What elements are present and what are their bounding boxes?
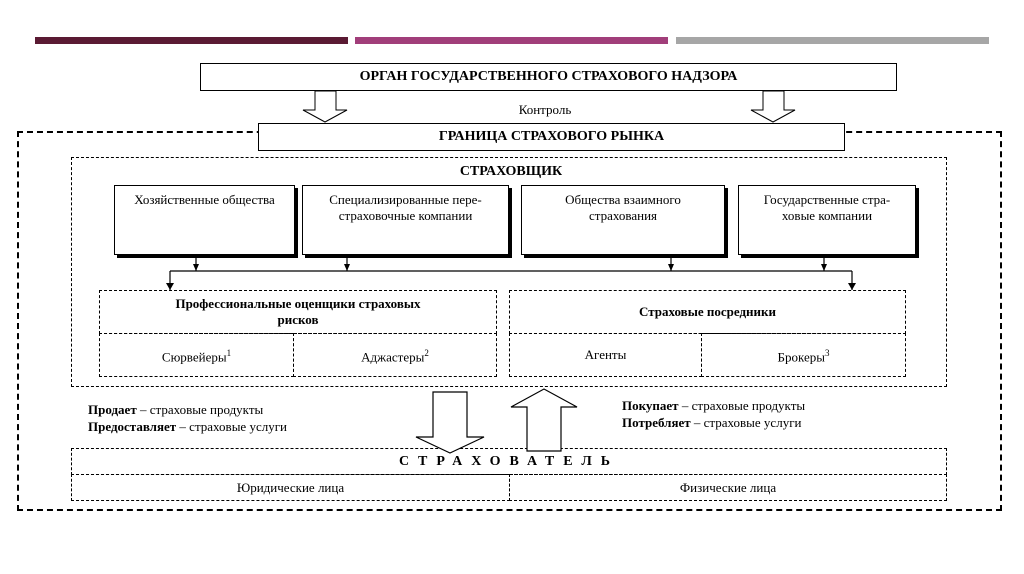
- arrowhead: [193, 264, 199, 271]
- brokers-box: Брокеры3: [701, 333, 906, 377]
- consumes-line: Потребляет – страховые услуги: [622, 414, 801, 432]
- buys-line: Покупает – страховые продукты: [622, 397, 805, 415]
- buys-verb: Покупает: [622, 398, 679, 413]
- provides-text: – страховые услуги: [176, 419, 287, 434]
- consumes-text: – страховые услуги: [690, 415, 802, 430]
- surveyors-text: Сюрвейеры: [161, 349, 227, 365]
- intermediaries-title: Страховые посредники: [639, 304, 776, 319]
- control-arrow-left: [302, 90, 348, 123]
- insurer-type-label: Хозяйственные общества: [134, 192, 275, 207]
- market-border-box: ГРАНИЦА СТРАХОВОГО РЫНКА: [258, 123, 845, 151]
- provides-line: Предоставляет – страховые услуги: [88, 418, 287, 436]
- top-bar-middle: [355, 37, 668, 44]
- arrowhead: [668, 264, 674, 271]
- insurer-title: СТРАХОВЩИК: [428, 163, 594, 181]
- insurer-title-text: СТРАХОВЩИК: [459, 164, 563, 179]
- arrowhead: [166, 283, 174, 290]
- surveyors-box: Сюрвейеры1: [99, 333, 294, 377]
- provides-verb: Предоставляет: [88, 419, 177, 434]
- top-bar-left: [35, 37, 348, 44]
- surveyors-label: Сюрвейеры1: [162, 345, 231, 365]
- insurer-type-label: Специализированные пере-страховочные ком…: [329, 192, 482, 223]
- supervisor-label: ОРГАН ГОСУДАРСТВЕННОГО СТРАХОВОГО НАДЗОР…: [359, 69, 738, 84]
- brokers-footnote-mark: 3: [824, 347, 830, 358]
- arrowhead: [848, 283, 856, 290]
- arrowhead: [344, 264, 350, 271]
- insurer-type-label: Государственные стра-ховые компании: [763, 192, 891, 223]
- consumes-verb: Потребляет: [622, 415, 691, 430]
- adjusters-footnote-mark: 2: [424, 347, 429, 358]
- individuals-box: Физические лица: [509, 474, 947, 501]
- sell-arrow-down: [415, 391, 485, 454]
- surveyors-footnote-mark: 1: [226, 347, 232, 358]
- top-bar-right: [676, 37, 989, 44]
- arrowhead: [821, 264, 827, 271]
- market-border-label: ГРАНИЦА СТРАХОВОГО РЫНКА: [438, 129, 665, 144]
- control-label: Контроль: [505, 101, 585, 119]
- sells-verb: Продает: [88, 402, 137, 417]
- adjusters-text: Аджастеры: [361, 349, 425, 365]
- brokers-label: Брокеры3: [778, 345, 830, 365]
- policyholder-title: СТРАХОВАТЕЛЬ: [398, 453, 620, 469]
- insurer-type-state-companies: Государственные стра-ховые компании: [738, 185, 916, 255]
- adjusters-box: Аджастеры2: [293, 333, 497, 377]
- insurer-type-label: Общества взаимного страхования: [565, 192, 681, 223]
- agents-label: Агенты: [584, 347, 627, 362]
- legal-entities-label: Юридические лица: [236, 479, 345, 495]
- insurer-type-business-companies: Хозяйственные общества: [114, 185, 295, 255]
- insurer-type-reinsurance-companies: Специализированные пере-страховочные ком…: [302, 185, 509, 255]
- insurer-type-mutual-societies: Общества взаимного страхования: [521, 185, 725, 255]
- insurer-frame: [71, 157, 947, 387]
- sells-text: – страховые продукты: [136, 402, 264, 417]
- supervisor-box: ОРГАН ГОСУДАРСТВЕННОГО СТРАХОВОГО НАДЗОР…: [200, 63, 897, 91]
- sells-line: Продает – страховые продукты: [88, 401, 263, 419]
- buys-text: – страховые продукты: [678, 398, 806, 413]
- brokers-text: Брокеры: [777, 349, 825, 365]
- control-arrow-right: [750, 90, 796, 123]
- control-text: Контроль: [518, 102, 572, 117]
- individuals-label: Физические лица: [679, 479, 777, 495]
- adjusters-label: Аджастеры2: [361, 345, 429, 365]
- buy-arrow-up: [510, 388, 578, 452]
- assessors-title: Профессиональные оценщики страховых риск…: [175, 296, 421, 327]
